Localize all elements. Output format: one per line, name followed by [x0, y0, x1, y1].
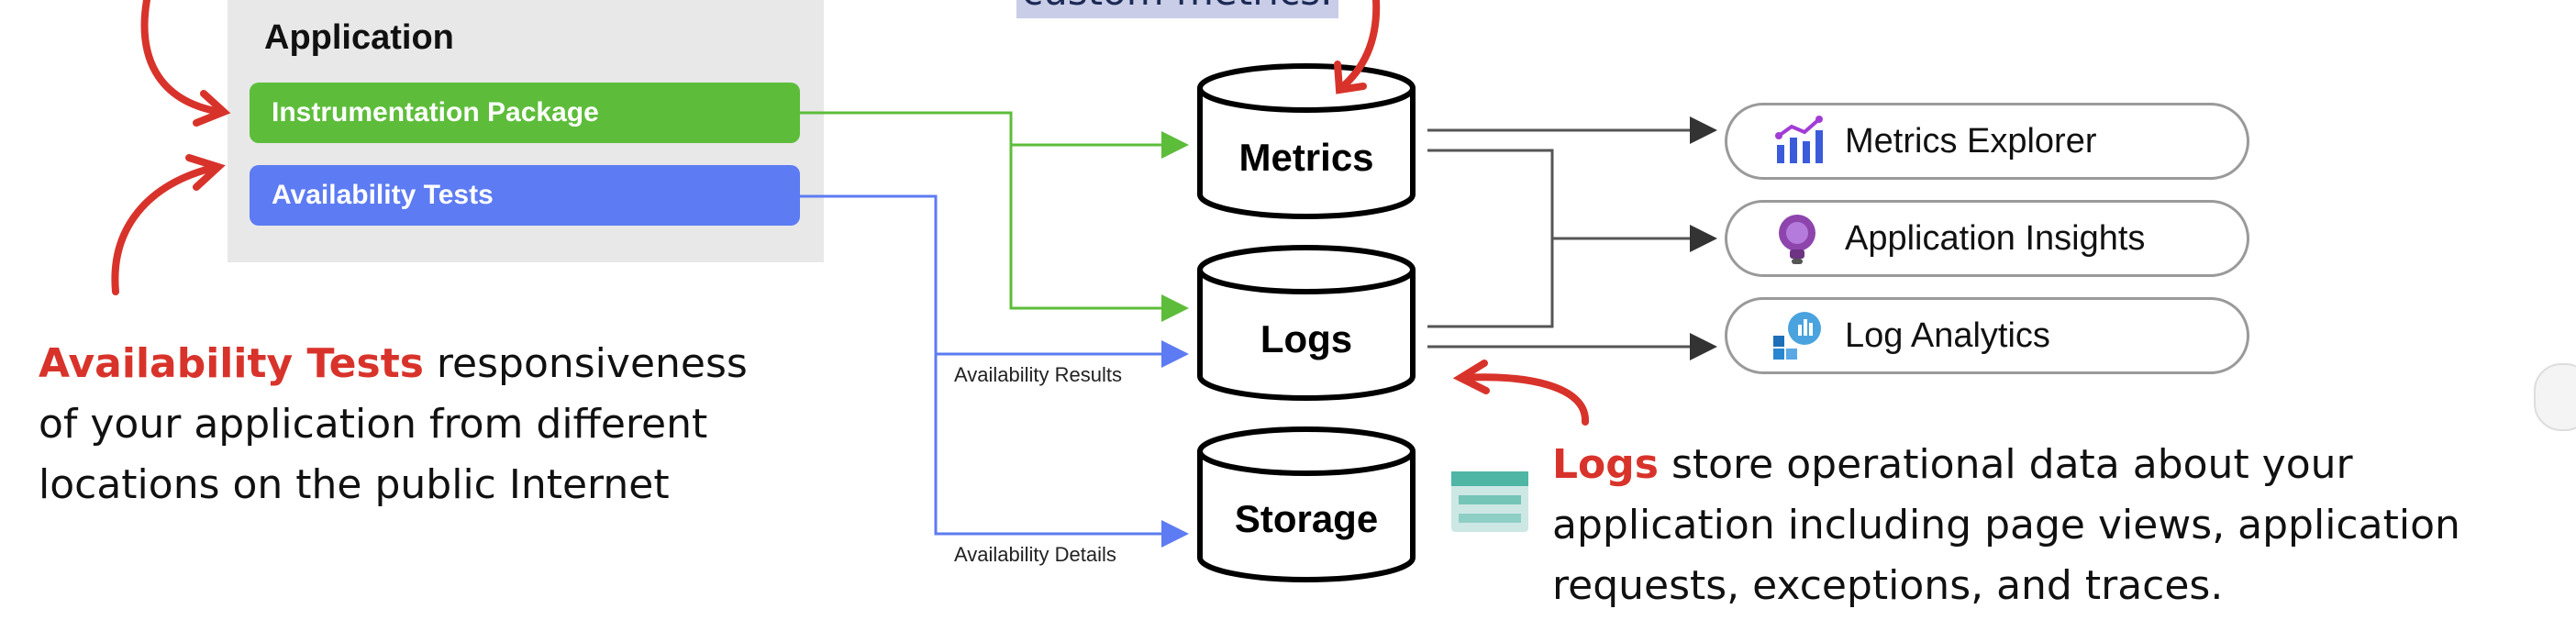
- metrics-store-label: Metrics: [1238, 136, 1374, 179]
- availability-details-label: Availability Details: [954, 543, 1116, 566]
- storage-cylinder: [1197, 426, 1416, 582]
- availability-tests-caption: Availability Tests responsiveness of you…: [39, 334, 791, 515]
- log-analytics-pill[interactable]: Log Analytics: [1725, 297, 2249, 374]
- green-connector: [800, 111, 1189, 322]
- gray-connector: [1427, 116, 1717, 360]
- red-annotation-arrow: [111, 0, 1590, 426]
- storage-store-label: Storage: [1234, 497, 1379, 540]
- availability-tests-caption-text: responsiveness of your application from …: [39, 340, 748, 508]
- instrumentation-package-box: Instrumentation Package: [250, 83, 800, 143]
- metrics-cylinder: [1197, 63, 1416, 219]
- metrics-explorer-pill[interactable]: Metrics Explorer: [1725, 103, 2249, 180]
- lightbulb-icon: [1779, 215, 1815, 264]
- logs-caption: Logs store operational data about your a…: [1552, 435, 2576, 616]
- log-analytics-icon: [1773, 312, 1821, 360]
- storage-table-icon: [1451, 471, 1528, 532]
- edge-widget-icon: [2534, 363, 2576, 431]
- logs-caption-text: store operational data about your applic…: [1552, 441, 2460, 609]
- logs-caption-highlight: Logs: [1552, 441, 1659, 488]
- availability-results-label: Availability Results: [954, 363, 1123, 386]
- metrics-explorer-icon: [1775, 116, 1823, 163]
- availability-tests-box: Availability Tests: [250, 165, 800, 226]
- availability-tests-caption-highlight: Availability Tests: [39, 340, 424, 387]
- application-insights-pill[interactable]: Application Insights: [1725, 200, 2249, 277]
- logs-cylinder: [1197, 245, 1416, 401]
- top-partial-caption: custom metrics.: [1016, 0, 1338, 18]
- blue-connector: [800, 194, 1189, 548]
- log-analytics-label: Log Analytics: [1845, 316, 2050, 355]
- logs-store-label: Logs: [1260, 317, 1353, 360]
- application-insights-label: Application Insights: [1845, 218, 2146, 258]
- metrics-explorer-label: Metrics Explorer: [1845, 121, 2097, 161]
- application-title: Application: [264, 18, 454, 57]
